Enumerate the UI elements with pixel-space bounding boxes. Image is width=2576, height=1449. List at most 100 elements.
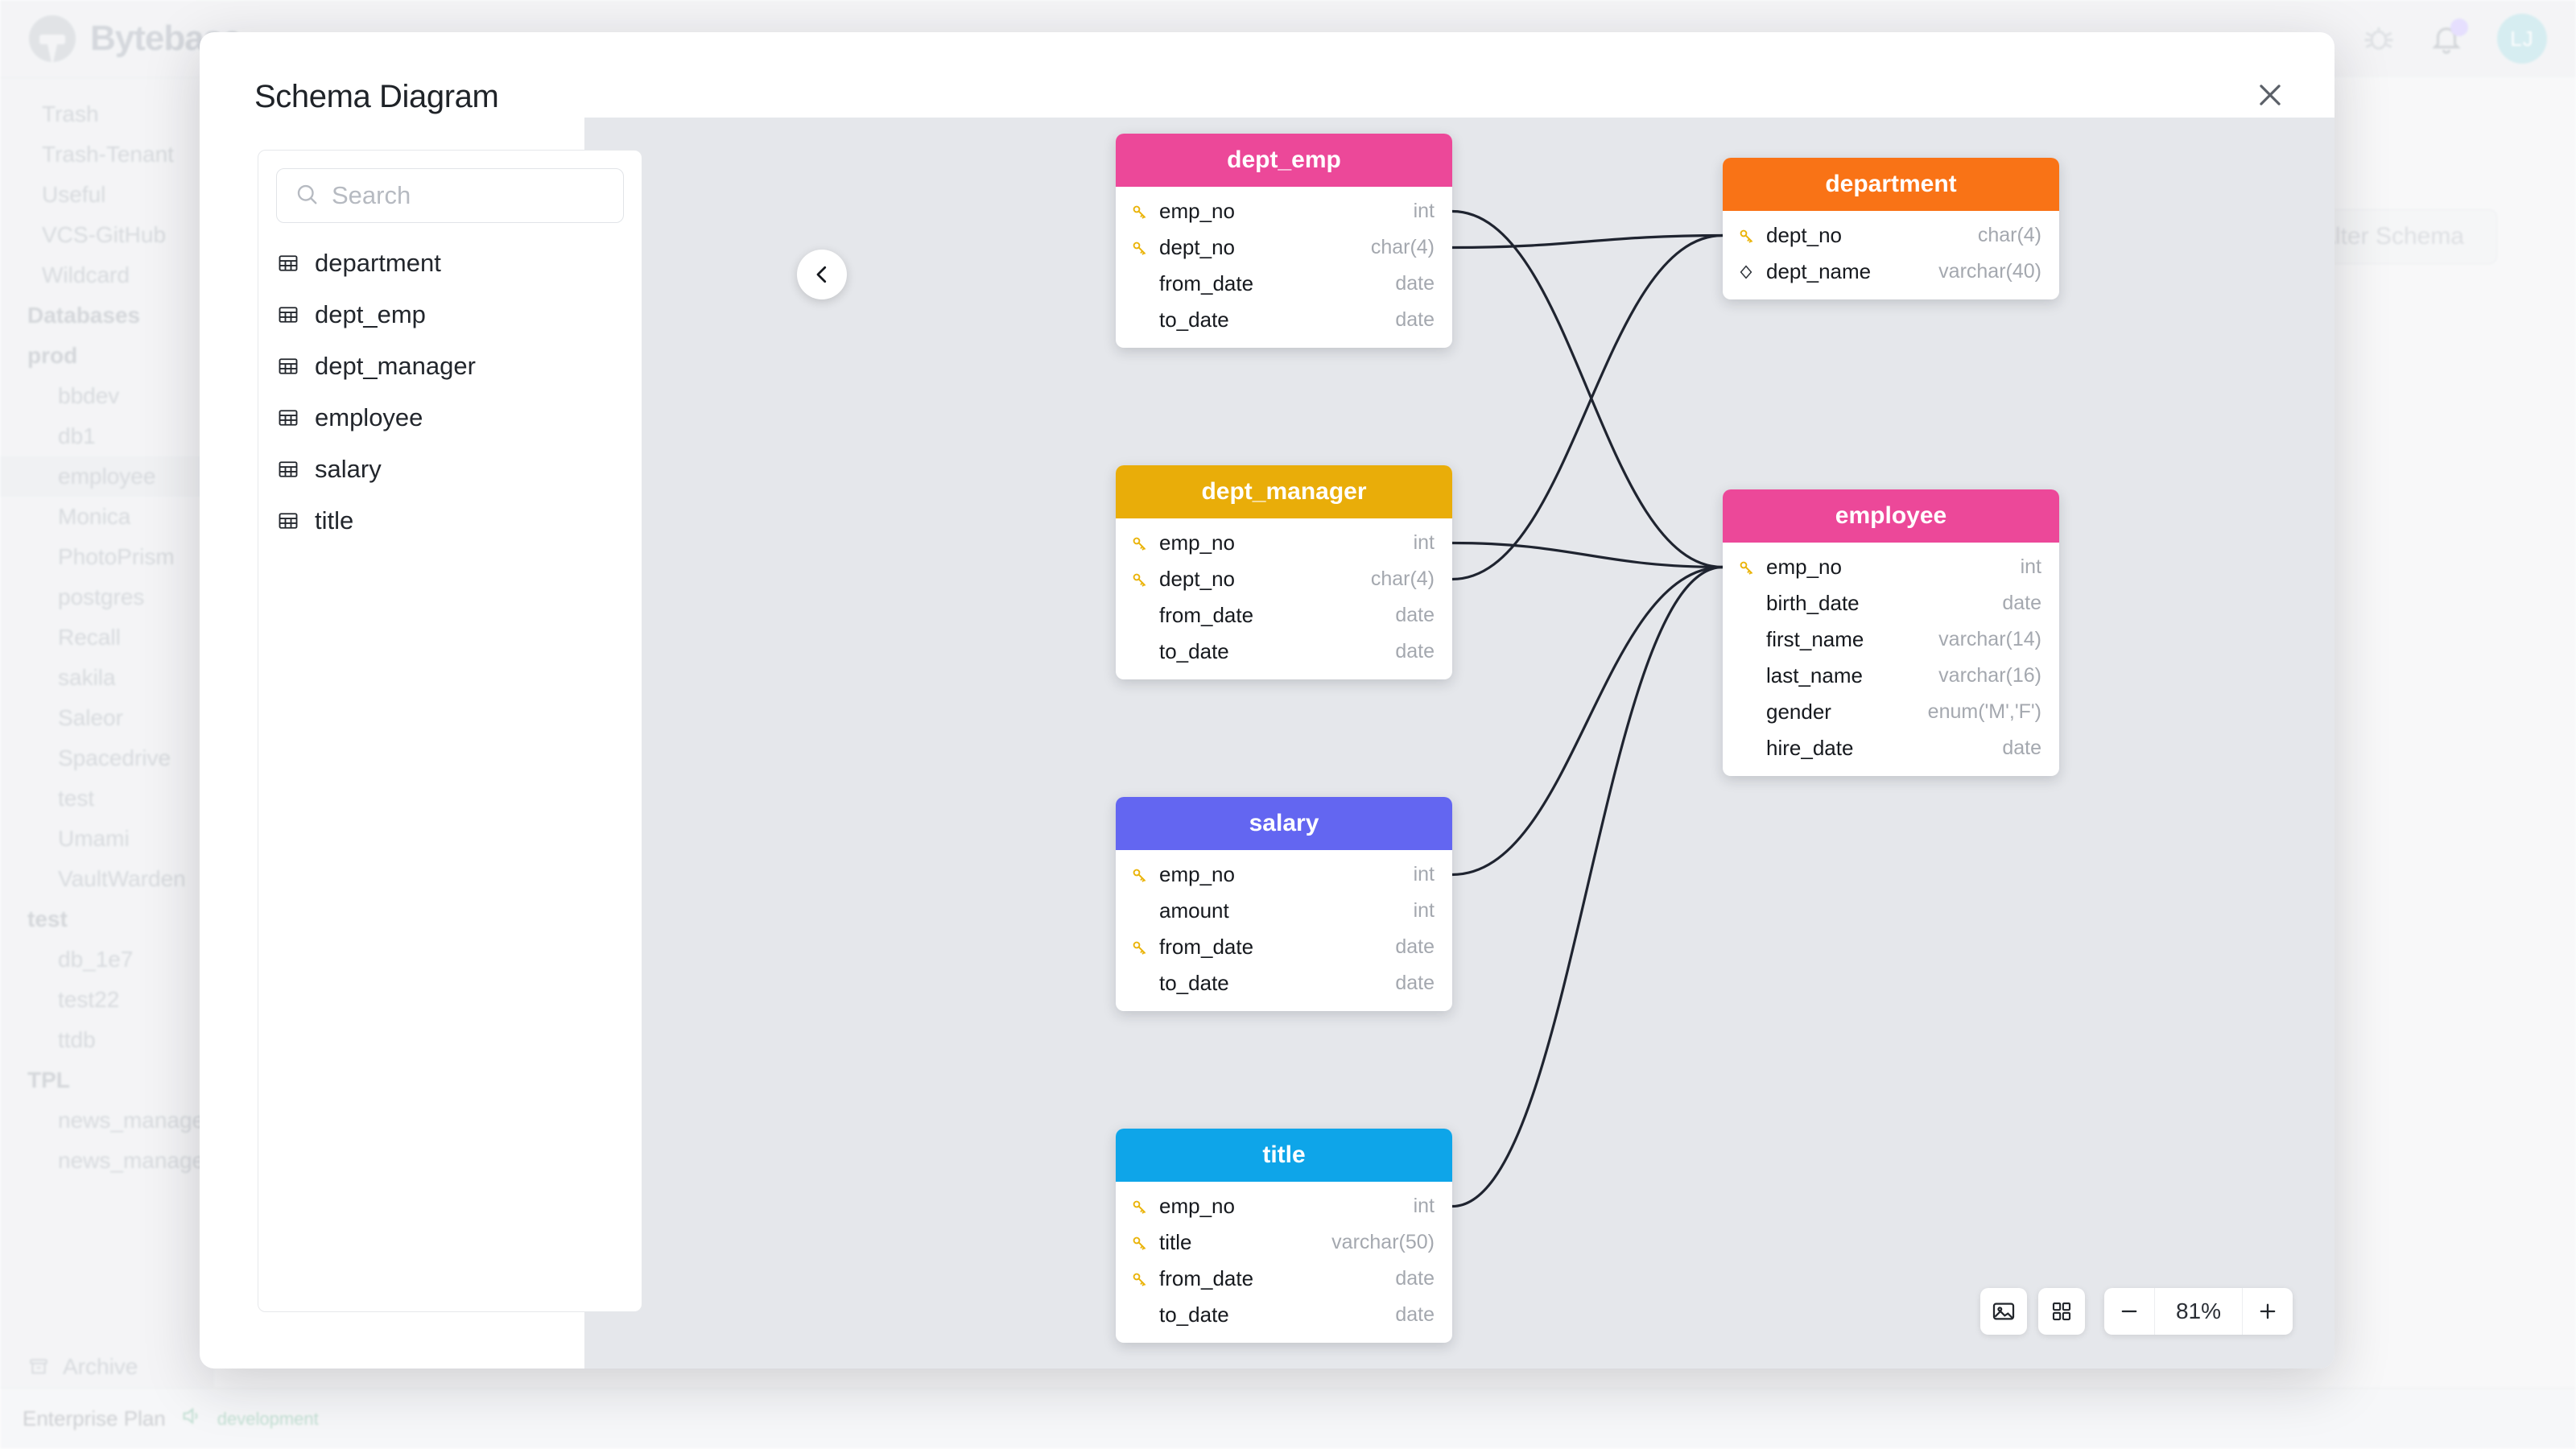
sidebar-item-employee[interactable]: employee (0, 456, 214, 497)
table-node-header: department (1723, 158, 2059, 211)
column-row[interactable]: dept_no char(4) (1116, 229, 1452, 266)
relation-edge (1452, 565, 1724, 1207)
sidebar-item-saleor[interactable]: Saleor (58, 705, 123, 730)
table-icon (276, 303, 300, 326)
column-type: date (1395, 935, 1435, 958)
table-node-department[interactable]: department dept_no char(4) dept_name var… (1723, 158, 2059, 299)
column-row[interactable]: title varchar(50) (1116, 1224, 1452, 1261)
column-row[interactable]: from_date date (1116, 1261, 1452, 1297)
bell-icon[interactable] (2429, 19, 2468, 56)
sidebar-item-monica[interactable]: Monica (58, 504, 131, 529)
sidebar-item-test22[interactable]: test22 (58, 987, 120, 1012)
table-node-dept_manager[interactable]: dept_manager emp_no int dept_no char(4) … (1116, 465, 1452, 679)
speaker-icon (180, 1405, 203, 1433)
sidebar-item-db1[interactable]: db1 (58, 423, 96, 448)
grid-icon[interactable] (2038, 1288, 2085, 1335)
sidebar-item-vaultwarden[interactable]: VaultWarden (58, 866, 186, 891)
sidebar-item-bbdev[interactable]: bbdev (58, 383, 120, 408)
column-row[interactable]: hire_date date (1723, 730, 2059, 766)
sidebar-item-db-1e7[interactable]: db_1e7 (58, 947, 134, 972)
table-list-item-title[interactable]: title (258, 495, 642, 547)
sidebar-item-useful[interactable]: Useful (42, 182, 106, 207)
column-row[interactable]: from_date date (1116, 929, 1452, 965)
column-row[interactable]: to_date date (1116, 302, 1452, 338)
column-row[interactable]: from_date date (1116, 597, 1452, 634)
relation-edge (1452, 233, 1724, 580)
table-icon (276, 510, 300, 532)
sidebar-item-test[interactable]: test (58, 786, 95, 811)
column-row[interactable]: dept_no char(4) (1116, 561, 1452, 597)
table-node-body: emp_no int amount int from_date date to_… (1116, 850, 1452, 1011)
column-name: dept_no (1766, 223, 1842, 247)
zoom-controls: 81% (2104, 1288, 2293, 1335)
diamond-icon (1737, 263, 1761, 281)
sidebar-item-archive[interactable]: Archive (0, 1354, 214, 1380)
plan-label: Enterprise Plan (23, 1406, 166, 1430)
sidebar-item-news-manage[interactable]: news_manage (58, 1108, 205, 1133)
table-list-item-dept_manager[interactable]: dept_manager (258, 341, 642, 392)
sidebar-item-postgres[interactable]: postgres (58, 584, 145, 609)
table-list-item-salary[interactable]: salary (258, 444, 642, 495)
table-node-header: dept_emp (1116, 134, 1452, 187)
table-node-header: salary (1116, 797, 1452, 850)
column-row[interactable]: to_date date (1116, 634, 1452, 670)
zoom-level-label[interactable]: 81% (2154, 1288, 2243, 1335)
sidebar-item-trash-tenant[interactable]: Trash-Tenant (42, 142, 174, 167)
column-row[interactable]: emp_no int (1723, 549, 2059, 585)
bug-icon[interactable] (2362, 22, 2396, 56)
table-node-salary[interactable]: salary emp_no int amount int from_date d… (1116, 797, 1452, 1011)
sidebar-item-umami[interactable]: Umami (58, 826, 130, 851)
table-list-item-label: employee (315, 403, 423, 431)
column-row[interactable]: to_date date (1116, 965, 1452, 1001)
sidebar-item-trash[interactable]: Trash (42, 101, 99, 126)
column-type: int (1413, 1195, 1435, 1217)
column-row[interactable]: dept_no char(4) (1723, 217, 2059, 254)
sidebar-item-recall[interactable]: Recall (58, 625, 121, 650)
column-row[interactable]: to_date date (1116, 1297, 1452, 1333)
sidebar-item-sakila[interactable]: sakila (58, 665, 116, 690)
column-row[interactable]: emp_no int (1116, 525, 1452, 561)
column-type: date (1395, 308, 1435, 331)
table-node-title[interactable]: title emp_no int title varchar(50) from_… (1116, 1129, 1452, 1343)
sidebar-item-photoprism[interactable]: PhotoPrism (58, 544, 175, 569)
column-row[interactable]: from_date date (1116, 266, 1452, 302)
sidebar-item-news-manage[interactable]: news_manage (58, 1148, 205, 1173)
sidebar-item-vcs-github[interactable]: VCS-GitHub (42, 222, 167, 247)
search-input[interactable] (332, 181, 605, 210)
table-node-dept_emp[interactable]: dept_emp emp_no int dept_no char(4) from… (1116, 134, 1452, 348)
minus-icon[interactable] (2104, 1288, 2154, 1335)
image-icon[interactable] (1980, 1288, 2027, 1335)
column-type: int (1413, 899, 1435, 922)
collapse-panel-button[interactable] (797, 250, 847, 299)
table-node-employee[interactable]: employee emp_no int birth_date date firs… (1723, 489, 2059, 776)
table-list-item-dept_emp[interactable]: dept_emp (258, 289, 642, 341)
table-list-item-employee[interactable]: employee (258, 392, 642, 444)
column-row[interactable]: first_name varchar(14) (1723, 621, 2059, 658)
column-row[interactable]: emp_no int (1116, 1188, 1452, 1224)
table-node-title: employee (1835, 502, 1947, 529)
table-node-header: dept_manager (1116, 465, 1452, 518)
diagram-canvas[interactable]: dept_emp emp_no int dept_no char(4) from… (584, 118, 2334, 1368)
column-row[interactable]: birth_date date (1723, 585, 2059, 621)
sidebar-item-ttdb[interactable]: ttdb (58, 1027, 96, 1052)
sidebar-item-test: test (27, 906, 68, 931)
close-icon[interactable] (2246, 71, 2294, 119)
column-type: int (2020, 555, 2041, 578)
column-type: date (1395, 272, 1435, 295)
column-row[interactable]: emp_no int (1116, 857, 1452, 893)
avatar[interactable]: LJ (2497, 14, 2547, 64)
sidebar-item-wildcard[interactable]: Wildcard (42, 262, 130, 287)
table-icon (276, 407, 300, 429)
column-row[interactable]: dept_name varchar(40) (1723, 254, 2059, 290)
search-box[interactable] (276, 168, 624, 223)
table-list-item-department[interactable]: department (258, 237, 642, 289)
column-row[interactable]: emp_no int (1116, 193, 1452, 229)
column-row[interactable]: amount int (1116, 893, 1452, 929)
column-name: to_date (1159, 1302, 1229, 1327)
table-node-body: emp_no int title varchar(50) from_date d… (1116, 1182, 1452, 1343)
column-row[interactable]: gender enum('M','F') (1723, 694, 2059, 730)
sidebar-item-spacedrive[interactable]: Spacedrive (58, 745, 171, 770)
column-row[interactable]: last_name varchar(16) (1723, 658, 2059, 694)
plus-icon[interactable] (2243, 1288, 2293, 1335)
